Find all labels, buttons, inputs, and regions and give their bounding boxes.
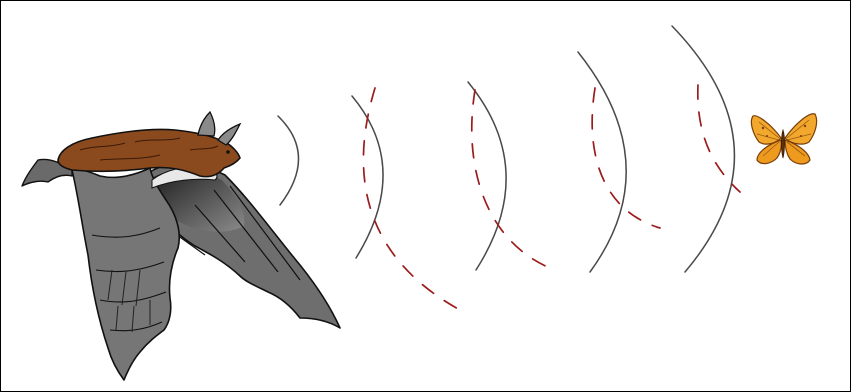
emitted-wave <box>672 26 734 272</box>
butterfly-body <box>782 130 785 158</box>
bat-ear <box>218 124 240 145</box>
echo-wave <box>363 88 460 310</box>
reflected-echoes <box>363 85 740 310</box>
emitted-wave <box>278 116 299 205</box>
bat-eye <box>226 150 230 154</box>
bat-icon <box>22 112 340 380</box>
butterfly-icon <box>751 114 816 164</box>
emitted-waves <box>278 26 734 272</box>
butterfly-wing <box>751 116 781 144</box>
emitted-wave <box>578 52 626 272</box>
echo-wave <box>472 90 555 270</box>
emitted-wave <box>468 82 506 270</box>
bat-ear <box>198 112 215 136</box>
